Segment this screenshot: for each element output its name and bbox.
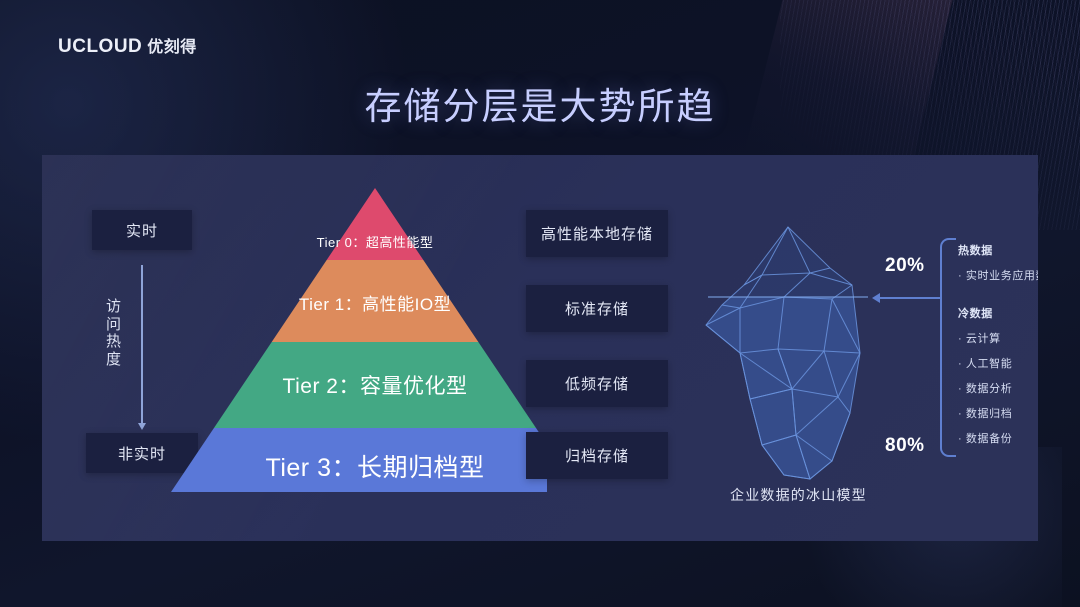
access-heat-axis-label: 访问热度 (105, 298, 123, 369)
access-heat-axis-line (141, 265, 143, 425)
iceberg-above-water-fill (730, 227, 854, 297)
cold-data-item-1: · 人工智能 (958, 355, 1012, 371)
iceberg-graphic (705, 226, 868, 480)
cold-data-percentage: 80% (885, 435, 925, 456)
storage-type-chip-2: 低频存储 (526, 360, 668, 407)
cold-data-item-2: · 数据分析 (958, 380, 1012, 396)
iceberg-diagram: 20% 80% 热数据 · 实时业务应用数据 冷数据 · 云计算 (692, 205, 1038, 525)
cold-data-item-3-label: 数据归档 (965, 408, 1013, 420)
cold-data-item-0-label: 云计算 (965, 333, 1001, 345)
pyramid-tier-bands (171, 188, 579, 492)
brand-logo-mark: UCLOUD (58, 36, 143, 57)
cold-data-item-0: · 云计算 (958, 330, 1012, 346)
content-panel: 实时 访问热度 非实时 (42, 155, 1038, 541)
bullet-icon: · (958, 358, 963, 370)
data-split-bracket (940, 238, 956, 457)
pyramid-svg (171, 188, 579, 492)
pyramid-tier-2-band (171, 342, 579, 428)
access-heat-axis-text: 访问热度 (105, 298, 122, 369)
waterline-arrow-head (872, 293, 880, 303)
hot-data-group: 热数据 · 实时业务应用数据 (958, 242, 1038, 292)
cold-data-group: 冷数据 · 云计算 · 人工智能 · 数据分析 · 数据归档 (958, 305, 1012, 455)
cold-data-heading: 冷数据 (958, 308, 993, 320)
axis-chip-non-realtime-label: 非实时 (117, 445, 166, 463)
storage-type-chip-1: 标准存储 (526, 285, 668, 332)
brand-logo: UCLOUD 优刻得 (58, 33, 197, 58)
storage-type-chip-3-label: 归档存储 (564, 448, 629, 465)
cold-data-item-4: · 数据备份 (958, 430, 1012, 446)
pyramid-tier-3-band (171, 428, 579, 492)
axis-chip-realtime-label: 实时 (125, 222, 158, 240)
hot-data-heading: 热数据 (958, 245, 993, 257)
cold-data-item-4-label: 数据备份 (965, 433, 1013, 445)
hot-data-item-0-label: 实时业务应用数据 (965, 270, 1038, 282)
bullet-icon: · (958, 408, 963, 420)
axis-chip-non-realtime: 非实时 (86, 433, 198, 473)
storage-type-chip-2-label: 低频存储 (564, 376, 629, 393)
hot-data-item-0: · 实时业务应用数据 (958, 267, 1038, 283)
pyramid-tier-1-band (171, 260, 579, 342)
storage-tier-pyramid: Tier 0：超高性能型 Tier 1：高性能IO型 Tier 2：容量优化型 … (127, 180, 579, 505)
cold-data-item-1-label: 人工智能 (965, 358, 1013, 370)
bullet-icon: · (958, 333, 963, 345)
cold-data-item-3: · 数据归档 (958, 405, 1012, 421)
page-title: 存储分层是大势所趋 (364, 86, 716, 127)
bullet-icon: · (958, 383, 963, 395)
pyramid-tier-0-band (171, 188, 579, 260)
storage-type-chip-3: 归档存储 (526, 432, 668, 479)
cold-data-item-2-label: 数据分析 (965, 383, 1013, 395)
waterline-arrow-line (880, 297, 942, 299)
iceberg-wireframe (705, 226, 861, 480)
iceberg-caption: 企业数据的冰山模型 (730, 487, 867, 503)
storage-type-chip-1-label: 标准存储 (564, 301, 629, 318)
iceberg-submerged-fill (706, 297, 860, 479)
hot-data-percentage: 20% (885, 255, 925, 276)
access-heat-axis-arrow (138, 423, 146, 430)
bullet-icon: · (958, 433, 963, 445)
brand-logo-chinese: 优刻得 (147, 39, 197, 56)
storage-type-chip-0-label: 高性能本地存储 (540, 226, 653, 243)
bullet-icon: · (958, 270, 963, 282)
axis-chip-realtime: 实时 (92, 210, 192, 250)
storage-type-chip-0: 高性能本地存储 (526, 210, 668, 257)
